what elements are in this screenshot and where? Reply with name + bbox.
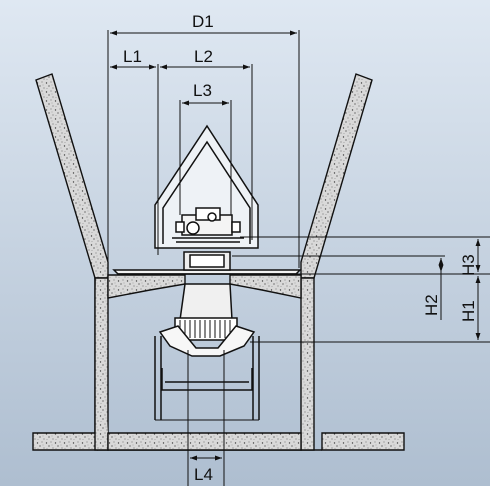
label-l2: L2 xyxy=(194,47,213,66)
label-d1: D1 xyxy=(192,12,214,31)
label-h3: H3 xyxy=(459,254,478,276)
crusher-machine xyxy=(112,124,302,421)
motor-body xyxy=(179,283,233,321)
label-l3: L3 xyxy=(193,81,212,100)
right-support-wall xyxy=(300,277,315,451)
label-h2: H2 xyxy=(422,294,441,316)
feed-unit xyxy=(172,207,244,243)
label-h1: H1 xyxy=(459,300,478,322)
left-ledge xyxy=(107,274,186,299)
label-l1: L1 xyxy=(123,47,142,66)
right-ledge xyxy=(229,274,302,299)
label-l4: L4 xyxy=(194,465,213,484)
dimension-lines xyxy=(107,30,490,486)
base-slab xyxy=(107,432,302,451)
support-frame xyxy=(154,336,260,420)
belt-guard xyxy=(158,325,256,357)
left-hopper-wall xyxy=(35,73,109,279)
